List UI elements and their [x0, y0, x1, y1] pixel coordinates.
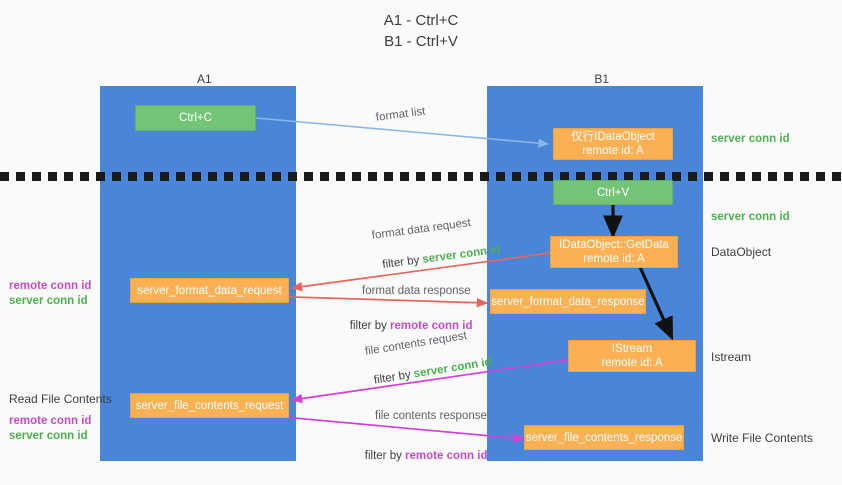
edge-file-contents-request — [290, 359, 569, 404]
edge-label-format-data-response-filter: filter by remote conn id — [337, 304, 473, 349]
node-idataobject-getdata[interactable]: IDataObject::GetData remote id: A — [550, 236, 678, 268]
annotation-read-file-contents: Read File Contents — [9, 392, 112, 406]
annotation-istream: Istream — [711, 350, 752, 364]
edge-label-file-contents-response-filter: filter by remote conn id — [352, 434, 488, 479]
edge-format-list — [255, 117, 549, 148]
edge-label-file-contents-response: file contents response — [375, 410, 487, 422]
filter-prefix-text: filter by — [364, 450, 406, 462]
annotation-write-file-contents: Write File Contents — [711, 431, 813, 445]
divider-dashed-line — [0, 172, 842, 181]
annotation-server-conn-id-mid: server conn id — [711, 211, 790, 223]
node-ctrl-c[interactable]: Ctrl+C — [135, 105, 256, 131]
filter-prefix-text: filter by — [373, 368, 415, 387]
edge-label-format-data-response: format data response — [362, 285, 471, 297]
filter-value-server-conn-id: server conn id — [412, 356, 493, 381]
edge-getdata-to-istream — [638, 266, 674, 341]
annotation-server-conn-id-top: server conn id — [711, 133, 790, 145]
filter-value-remote-conn-id: remote conn id — [405, 450, 488, 462]
node-server-format-data-response[interactable]: server_format_data_response — [490, 289, 646, 314]
filter-value-server-conn-id: server conn id — [421, 243, 502, 266]
column-a1-name: A1 — [197, 72, 212, 86]
filter-value-remote-conn-id: remote conn id — [390, 320, 473, 332]
annotation-format-server-conn-id: server conn id — [9, 295, 88, 307]
filter-prefix-text: filter by — [349, 320, 391, 332]
node-server-file-contents-request[interactable]: server_file_contents_request — [130, 393, 289, 418]
node-server-format-data-request[interactable]: server_format_data_request — [130, 278, 289, 303]
edge-format-data-request — [290, 252, 551, 292]
annotation-format-remote-conn-id: remote conn id — [9, 280, 92, 292]
annotation-file-remote-conn-id: remote conn id — [9, 415, 92, 427]
node-server-file-contents-response[interactable]: server_file_contents_response — [524, 425, 684, 450]
node-ctrl-v[interactable]: Ctrl+V — [553, 180, 673, 205]
diagram-title: A1 - Ctrl+C B1 - Ctrl+V — [383, 12, 459, 50]
column-b1-name: B1 — [594, 72, 610, 86]
annotation-dataobject: DataObject — [711, 245, 772, 259]
node-idataobject[interactable]: 仅行IDataObject remote id: A — [553, 128, 673, 160]
node-istream[interactable]: IStream remote id: A — [568, 340, 696, 372]
filter-prefix-text: filter by — [381, 253, 424, 272]
annotation-file-server-conn-id: server conn id — [9, 430, 88, 442]
